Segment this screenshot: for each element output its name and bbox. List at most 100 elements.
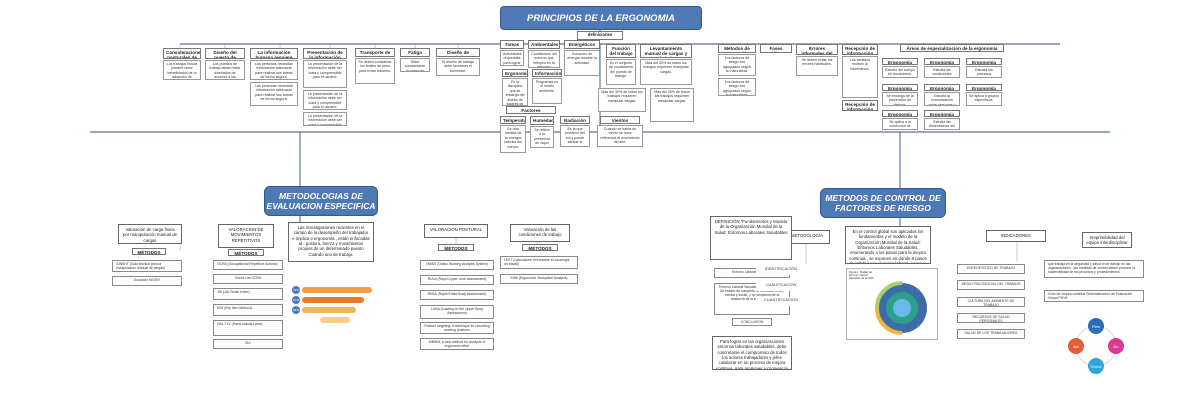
section-metodos-control: METODOS DE CONTROL DE FACTORES DE RIESGO — [820, 188, 946, 218]
definitions-label: definiciones — [577, 31, 623, 40]
who-cycle-diagram — [875, 281, 927, 335]
bar-1 — [302, 297, 364, 303]
right-indicator-3: RECURSOS DE SALUD PERSONALES — [957, 313, 1025, 323]
node-cognitiva-text: Estudia los procesos mentales. — [966, 66, 1002, 78]
node-radiacion-text: Es la que proviene del sol y puede afect… — [560, 125, 590, 147]
left-post-method-1: RULA (Rapid Upper Limb Assessment) — [420, 275, 494, 285]
pdca-act: Act — [1073, 344, 1080, 349]
node-informacion-humana-title: La información humana requiere ambiente — [250, 48, 298, 59]
node-preventiva-text: Se encarga de la prevención de riesgos. — [882, 92, 918, 106]
node-factores-ambientales: Factores Ambientales — [506, 106, 556, 114]
node-preventiva-title: Ergonomía preventiva — [882, 84, 918, 91]
node-especifica-text: Se aplica a grupos específicos. — [966, 92, 1002, 106]
node-cognitiva-title: Ergonomía cognitiva — [966, 58, 1002, 65]
node-posturales-text: Los trabajos físicos pueden verse benefi… — [163, 60, 201, 80]
node-presentacion-extra-1: La presentación de la información debe s… — [303, 90, 347, 110]
left-post-metodos-label: MÉTODOS — [438, 244, 474, 251]
node-diseno-trabajo-text: El diseño de trabajo debe favorecer el b… — [436, 58, 480, 76]
node-levantamiento-extra-2: Más del 30% de todos los trabajos requie… — [650, 88, 694, 122]
node-vientos-text: Cuando se habla de viento se hace refere… — [597, 125, 643, 147]
right-indicadores-note: Irreprimibilidad del equipo interdiscipl… — [1082, 232, 1132, 248]
left-rep-method-4: HAL-TLV (Hand Activity Level) — [213, 320, 283, 336]
pdca-do: Do — [1113, 344, 1119, 349]
node-agrupacion-text: Los factores de riesgo son agrupados seg… — [718, 54, 756, 76]
node-temperatura-text: Es una medida de la energía calórica del… — [500, 125, 526, 153]
right-indicator-1: MEDIO PSICOSOCIAL DEL TRABAJO — [957, 280, 1025, 290]
left-niosh: Ecuación NIOSH — [112, 276, 182, 286]
left-post-method-2: REBA (Rapid Entire Body Assessment) — [420, 290, 494, 300]
right-conclusion-text: Para lograr en las organizaciones entorn… — [712, 336, 792, 370]
node-transporte-title: Transporte de cargas — [355, 48, 395, 57]
right-metodologia-label: METODOLOGIA — [784, 230, 830, 244]
node-tareas-title: Tareas — [500, 40, 524, 49]
node-humedad-text: Se refiere a la presencia de vapor de ag… — [530, 126, 554, 148]
node-comunicacion-text: Estudia la comunicación entre personas y… — [924, 92, 960, 106]
node-fatiga-text: Debe considerarse la carga de trabajo. — [400, 58, 430, 72]
node-comunicacion-title: Ergonomía de la comunicación — [924, 84, 960, 91]
node-recepcion-extra: Recepción de información — [842, 100, 878, 111]
bar-3 — [320, 317, 350, 323]
left-post-method-0: OWAS (Ovako Working Analysis System) — [420, 260, 494, 270]
node-tareas-text: Actividades requeridas para lograr un ob… — [500, 50, 524, 66]
left-rep-title: VALORACION DE MOVIMIENTOS REPETITIVOS — [218, 224, 274, 248]
left-load-box: Valoración de carga física por manipulac… — [118, 224, 182, 244]
node-vientos-title: Vientos — [600, 116, 640, 124]
node-geometrica-text: Estudia las dimensiones del puesto. — [924, 118, 960, 130]
main-title: PRINCIPIOS DE LA ERGONOMIA — [500, 6, 702, 30]
node-correctiva-text: Se aplica a la corrección de puestos exi… — [882, 118, 918, 130]
node-geometrica-title: Ergonomía geométrica — [924, 110, 960, 117]
node-funcion-trabajo-title: Función del trabajo — [606, 44, 636, 58]
node-correctiva-title: Ergonomía correctiva — [882, 110, 918, 117]
node-levantamiento-text: Más del 30% de todos los trabajos requie… — [640, 59, 692, 85]
left-intro: Las investigaciones recientes en el camp… — [288, 222, 374, 262]
node-temperatura-title: Temperatura — [500, 116, 526, 124]
node-transporte-text: Se deben considerar los límites de peso … — [355, 58, 395, 84]
bar-dot-1: 67% — [292, 296, 300, 304]
node-diseno-trabajo-title: Diseño de trabajo — [436, 48, 480, 57]
right-indicator-0: ESPECIFÍSTICO DE TRABAJO — [957, 264, 1025, 274]
left-load-metodos-label: MÉTODOS — [132, 248, 166, 255]
left-bar-graphic: 71% 67% 54% — [290, 282, 380, 326]
left-post-method-4: Posture targeting: A technique for recor… — [420, 322, 494, 334]
left-cond-method-0: LEST (Laboratoire d'économie et sociolog… — [500, 256, 578, 269]
node-informacion-humana-text: Las personas necesitan información adecu… — [250, 60, 298, 80]
left-cond-title: Valoración de las condiciones de trabajo — [510, 224, 570, 242]
left-rep-method-2: JSI (Job Strain Index) — [213, 288, 283, 300]
node-presentacion-extra-2: La presentación de la información debe s… — [303, 112, 347, 126]
node-recepcion-title: Recepción de información — [842, 44, 878, 55]
who-model-figure: Figura 1. Modelo de Entorno Laboral Salu… — [846, 268, 938, 340]
right-conclusion-label: CONCLUSION — [732, 318, 772, 326]
pdca-plan: Plan — [1092, 324, 1100, 329]
node-levantamiento-title: Levantamiento manual de cargas y uso de … — [640, 44, 692, 58]
node-humedad-title: Humedad Ambiental — [530, 116, 554, 125]
left-post-method-3: LUBA (Loading on the Upper Body Assessme… — [420, 305, 494, 319]
node-informacion-humana-extra: Las personas necesitan información adecu… — [250, 82, 298, 106]
section-metodologias: METODOLOGIAS DE EVALUACION ESPECIFICA — [264, 186, 378, 216]
bar-2 — [302, 307, 356, 313]
right-step-cuantificacion: CUANTIFICACIÓN — [756, 297, 806, 306]
node-errores-text: Se deben evitar los errores habituales. — [796, 56, 838, 76]
node-areas-especializacion: Áreas de especialización de la ergonomía — [900, 44, 1004, 52]
node-informacion-title: Información — [532, 69, 562, 77]
node-energeticos-text: Consumo de energía durante la actividad. — [564, 50, 600, 76]
right-intro: En el control global son aplicados los f… — [845, 226, 931, 264]
node-diseno-puesto-title: Diseño del puesto de trabajo — [205, 48, 245, 59]
node-radiacion-title: Radiación Solar — [560, 116, 590, 124]
node-ambiental-title: Ergonomía ambiental — [924, 58, 960, 65]
node-recepcion-text: Los sentidos reciben la información. — [842, 56, 878, 98]
node-diseno-puesto-text: Los puestos de trabajo deben estar diseñ… — [205, 60, 245, 80]
left-post-method-5: MBWM: a new method for analysis of ergon… — [420, 338, 494, 350]
node-fatiga-title: Fatiga — [400, 48, 430, 57]
left-cond-metodos-label: MÉTODOS — [522, 244, 558, 251]
node-fases-cotidianas: Fases cotidianas — [760, 44, 792, 53]
node-levantamiento-extra-1: Más del 30% de todos los trabajos requie… — [598, 88, 646, 112]
left-rep-method-5: IBV — [213, 339, 283, 349]
left-post-title: VALORACION POSTURAL — [424, 224, 488, 238]
node-agrupacion-extra: Los factores de riesgo son agrupados seg… — [718, 78, 756, 96]
right-indicator-4: SALUD DE LOS TRABAJADORES — [957, 329, 1025, 339]
node-biomecanica-text: Estudio del cuerpo en movimiento. — [882, 66, 918, 78]
left-rep-method-3: KIM (Key Item Method) — [213, 304, 283, 316]
left-rep-method-1: Check List OCRA — [213, 274, 283, 284]
node-ambiental-text: Estudia las condiciones físicas del ambi… — [924, 66, 960, 78]
node-ergonomia-title: Ergonomía — [502, 69, 528, 77]
